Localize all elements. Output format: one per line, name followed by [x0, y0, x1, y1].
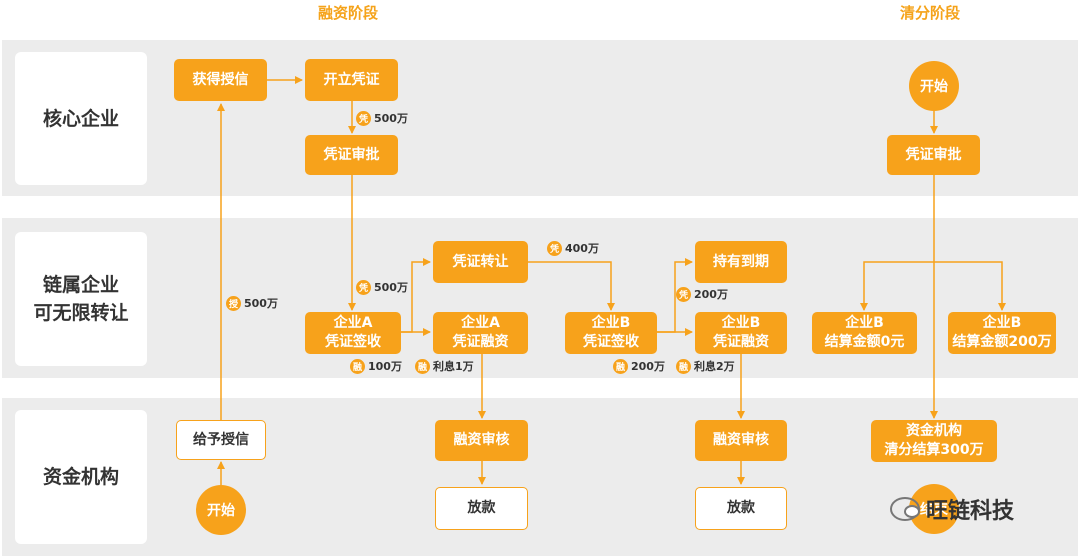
tag-voucher-400: 凭 400万 [547, 240, 599, 256]
node-b-finance: 企业B 凭证融资 [695, 312, 787, 354]
voucher-badge-icon: 凭 [547, 240, 562, 256]
tag-amount: 200万 [694, 288, 728, 301]
lane-label-core: 核心企业 [15, 52, 147, 185]
node-b-settle-0: 企业B 结算金额0元 [812, 312, 917, 354]
link-bsign-to-hold [657, 258, 693, 333]
node-review-a: 融资审核 [435, 420, 528, 461]
lane-label-chain: 链属企业 可无限转让 [15, 232, 147, 366]
tag-amount: 500万 [374, 112, 408, 125]
link-asign-to-transfer [401, 258, 431, 333]
node-clear-approve: 凭证审批 [887, 135, 980, 175]
watermark: 旺链科技 [890, 493, 1014, 525]
tag-interest-2: 融 利息2万 [676, 358, 735, 374]
node-funder-clear: 资金机构 清分结算300万 [871, 420, 997, 462]
voucher-badge-icon: 凭 [356, 279, 371, 295]
link-split-to-b200 [934, 261, 1006, 311]
node-loan-a: 放款 [435, 487, 528, 530]
lane-label-funder: 资金机构 [15, 410, 147, 544]
credit-badge-icon: 授 [226, 295, 241, 311]
finance-badge-icon: 融 [676, 358, 691, 374]
node-approve-voucher: 凭证审批 [305, 135, 398, 175]
node-start-funder: 开始 [196, 485, 246, 535]
node-loan-b: 放款 [695, 487, 787, 530]
node-get-credit: 获得授信 [174, 59, 267, 101]
node-review-b: 融资审核 [695, 420, 787, 461]
link-transfer-to-bsign [528, 261, 615, 311]
tag-amount: 400万 [565, 242, 599, 255]
finance-badge-icon: 融 [350, 358, 365, 374]
tag-voucher-200: 凭 200万 [676, 286, 728, 302]
tag-amount: 500万 [244, 297, 278, 310]
watermark-text: 旺链科技 [926, 499, 1015, 524]
wechat-icon [890, 497, 920, 521]
tag-finance-100: 融 100万 [350, 358, 402, 374]
node-a-sign: 企业A 凭证签收 [305, 312, 401, 354]
tag-voucher-500-chain: 凭 500万 [356, 279, 408, 295]
tag-amount: 利息2万 [694, 360, 735, 373]
tag-interest-1: 融 利息1万 [415, 358, 474, 374]
tag-amount: 利息1万 [433, 360, 474, 373]
tag-amount: 500万 [374, 281, 408, 294]
tag-amount: 200万 [631, 360, 665, 373]
node-hold-maturity: 持有到期 [695, 241, 787, 283]
tag-finance-200: 融 200万 [613, 358, 665, 374]
tag-credit-500: 授 500万 [226, 295, 278, 311]
phase-financing: 融资阶段 [318, 4, 379, 22]
node-clear-start: 开始 [909, 61, 959, 111]
node-transfer-voucher: 凭证转让 [433, 241, 528, 283]
tag-amount: 100万 [368, 360, 402, 373]
voucher-badge-icon: 凭 [356, 110, 371, 126]
tag-voucher-500-core: 凭 500万 [356, 110, 408, 126]
node-grant-credit: 给予授信 [176, 420, 266, 460]
phase-clearing: 清分阶段 [900, 4, 961, 22]
finance-badge-icon: 融 [415, 358, 430, 374]
node-a-finance: 企业A 凭证融资 [433, 312, 528, 354]
link-split-to-b0 [860, 261, 934, 311]
voucher-badge-icon: 凭 [676, 286, 691, 302]
node-b-sign: 企业B 凭证签收 [565, 312, 657, 354]
finance-badge-icon: 融 [613, 358, 628, 374]
node-issue-voucher: 开立凭证 [305, 59, 398, 101]
node-b-settle-200: 企业B 结算金额200万 [948, 312, 1056, 354]
